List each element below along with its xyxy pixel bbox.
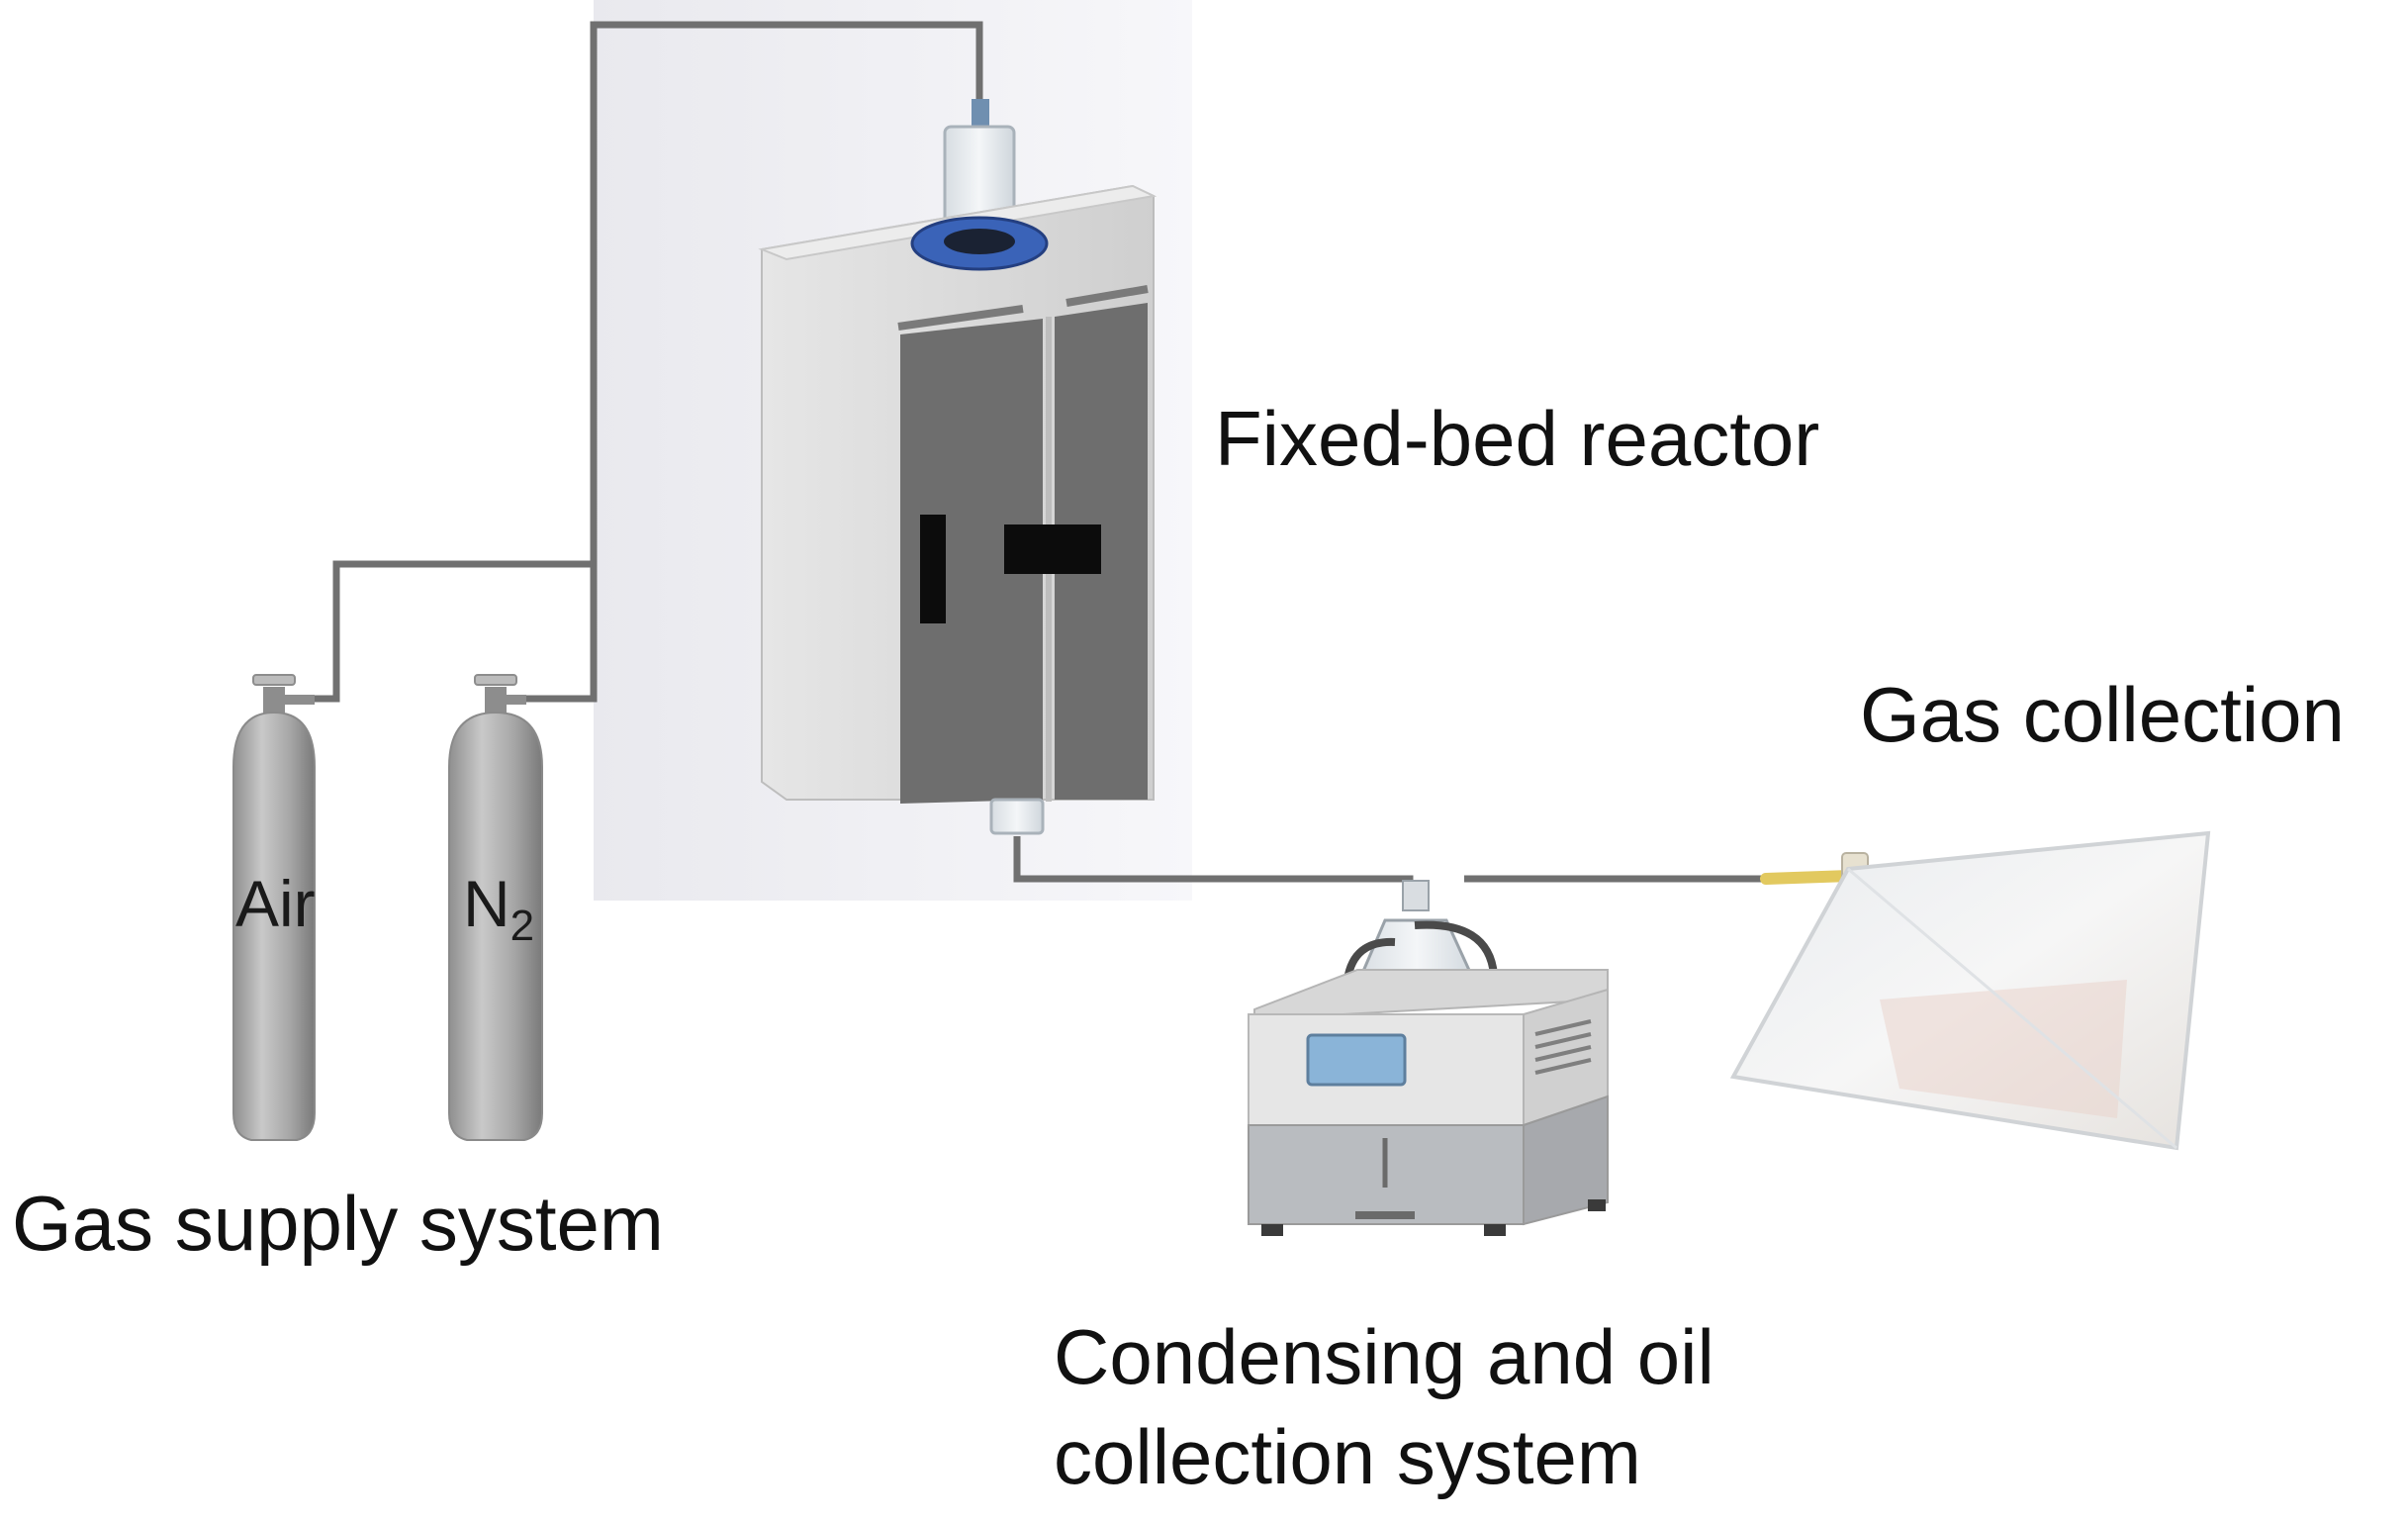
gas-bag — [1729, 830, 2211, 1151]
label-gas-collection: Gas collection — [1860, 671, 2345, 758]
fixed-bed-reactor — [758, 99, 1158, 835]
label-condensing-line-1: Condensing and oil — [1054, 1313, 1714, 1400]
label-gas-supply-system: Gas supply system — [12, 1180, 664, 1267]
reactor-door-left — [900, 319, 1043, 804]
n2-subscript: 2 — [509, 902, 535, 950]
pipes — [311, 21, 1766, 895]
air-cylinder-label: Air — [235, 871, 316, 936]
reactor-handle-left — [920, 515, 946, 623]
label-fixed-bed-reactor: Fixed-bed reactor — [1215, 395, 1820, 482]
bag-inlet-tube — [1760, 870, 1856, 885]
pipe-air-line — [311, 560, 594, 703]
n2-cylinder — [448, 674, 543, 1141]
condenser-unit — [1248, 880, 1609, 1236]
label-condensing-line-2: collection system — [1054, 1413, 1641, 1500]
reactor-handle-right — [1004, 524, 1101, 574]
n2-label-text: N — [463, 867, 510, 940]
air-cylinder — [232, 674, 316, 1141]
n2-cylinder-label: N2 — [463, 871, 534, 948]
pipe-n2-line — [522, 21, 983, 703]
air-label-text: Air — [235, 867, 316, 940]
condenser-screen — [1306, 1033, 1407, 1087]
